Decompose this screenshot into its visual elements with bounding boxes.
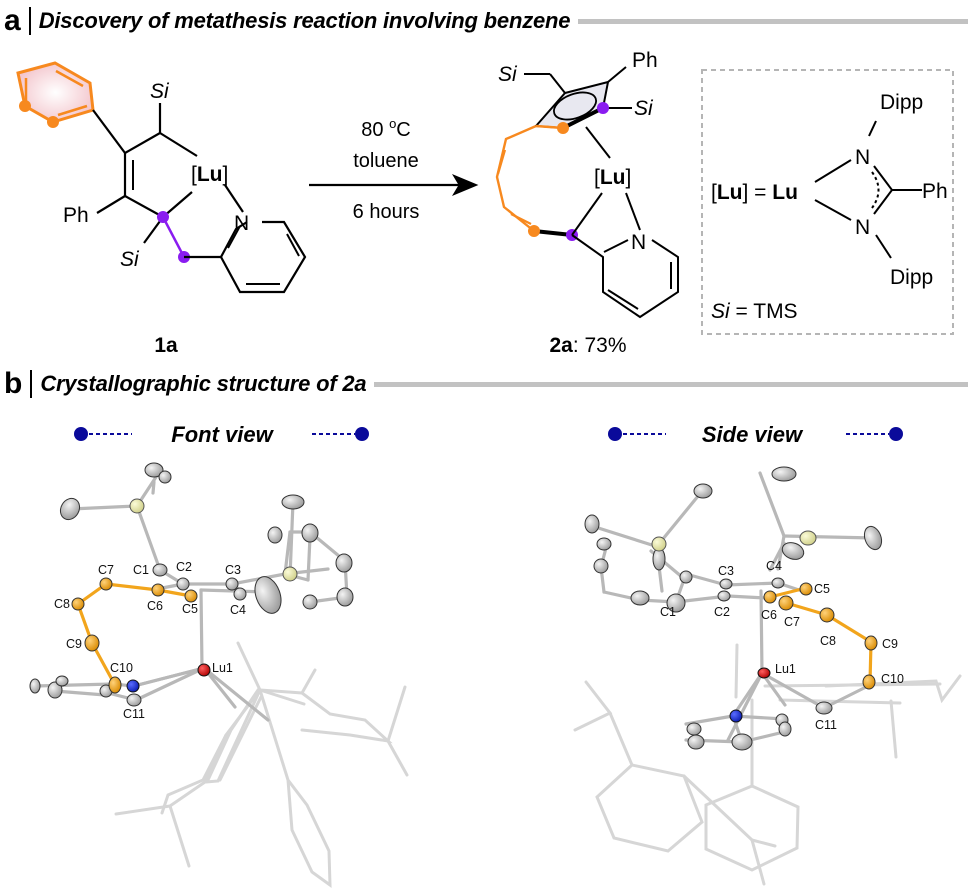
amidinate-n-bottom: N — [855, 216, 870, 239]
dipp-bottom: Dipp — [890, 266, 933, 289]
ligand-definition-box: [Lu] = Lu N N Dipp Dipp Ph Si = TMS — [701, 69, 954, 335]
silicon-atom — [282, 566, 298, 582]
orange-atom-marker — [557, 122, 569, 134]
atom-label-c11: C11 — [123, 707, 145, 721]
panel-b-title: Crystallographic structure of 2a — [40, 371, 367, 396]
orange-atom-marker — [47, 116, 59, 128]
view-marker-dot — [889, 427, 903, 441]
orange-atom-marker — [19, 100, 31, 112]
product-si-left: Si — [498, 63, 518, 86]
purple-atom-marker — [157, 211, 169, 223]
nitrogen-atom — [126, 679, 140, 693]
atom-label-c10: C10 — [110, 661, 133, 675]
panel-a-title: Discovery of metathesis reaction involvi… — [38, 8, 571, 33]
reactant-pyridine-n: N — [234, 212, 249, 235]
atom-label-c1: C1 — [133, 563, 149, 577]
si-definition: Si = TMS — [711, 300, 798, 323]
panel-b-header: b Crystallographic structure of 2a — [4, 367, 968, 401]
atom-label-c8: C8 — [820, 634, 836, 648]
condition-solvent: toluene — [353, 150, 419, 172]
side-view-structure: C1 C2 C3 C4 C5 C6 C7 C8 C9 C10 C11 Lu1 — [573, 466, 962, 886]
lutetium-atom — [197, 663, 211, 677]
lu-definition: [Lu] = Lu — [711, 181, 798, 204]
condition-temperature: 80 oC — [361, 116, 411, 141]
product-ph: Ph — [632, 49, 658, 72]
view-marker-dot — [74, 427, 88, 441]
amidinate-ph: Ph — [922, 180, 948, 203]
atom-label-c3: C3 — [718, 564, 734, 578]
atom-label-c5: C5 — [814, 582, 830, 596]
side-view-header: Side view — [608, 422, 903, 447]
atom-label-c4: C4 — [766, 559, 782, 573]
panel-b-rule — [374, 381, 968, 387]
product-compound-label: 2a: 73% — [549, 334, 626, 357]
font-view-structure: C1 C2 C3 C4 C5 C6 C7 C8 C9 C10 C11 Lu1 — [29, 462, 409, 888]
panel-b-letter: b — [4, 367, 23, 400]
atom-label-c8: C8 — [54, 597, 70, 611]
reactant-metal: [Lu] — [191, 163, 228, 186]
nitrogen-atom — [729, 709, 743, 723]
atom-label-lu1: Lu1 — [212, 661, 233, 675]
atom-label-c5: C5 — [182, 602, 198, 616]
condition-time: 6 hours — [353, 201, 420, 223]
panel-a-divider — [28, 7, 31, 35]
atom-label-lu1: Lu1 — [775, 662, 796, 676]
lutetium-atom — [757, 667, 771, 679]
atom-label-c6: C6 — [761, 608, 777, 622]
reaction-conditions: 80 oC toluene 6 hours — [309, 116, 479, 223]
reactant-si-bottom: Si — [120, 248, 140, 271]
silicon-atom — [651, 536, 667, 552]
panel-a-letter: a — [4, 4, 21, 37]
atom-label-c4: C4 — [230, 603, 246, 617]
atom-label-c6: C6 — [147, 599, 163, 613]
product-pyridine-n: N — [631, 231, 646, 254]
panel-a-header: a Discovery of metathesis reaction invol… — [4, 4, 968, 38]
atom-label-c7: C7 — [784, 615, 800, 629]
atom-label-c2: C2 — [714, 605, 730, 619]
panel-b-divider — [30, 370, 33, 398]
atom-label-c7: C7 — [98, 563, 114, 577]
silicon-atom — [129, 498, 145, 514]
font-view-title: Font view — [171, 422, 274, 447]
reactant-compound-label: 1a — [154, 334, 178, 357]
product-2a-structure: Si Ph Si [Lu] N — [495, 49, 679, 319]
atom-label-c1: C1 — [660, 605, 676, 619]
silicon-atom — [799, 530, 817, 546]
atom-label-c11: C11 — [815, 718, 837, 732]
atom-label-c9: C9 — [882, 637, 898, 651]
cyclopentadienyl-ring — [533, 80, 610, 130]
orange-atom-marker — [528, 225, 540, 237]
dipp-top: Dipp — [880, 91, 923, 114]
product-si-right: Si — [634, 97, 654, 120]
font-view-header: Font view — [74, 422, 369, 447]
panel-a-rule — [578, 18, 968, 24]
reactant-si-top: Si — [150, 80, 170, 103]
purple-atom-marker — [597, 102, 609, 114]
atom-label-c2: C2 — [176, 560, 192, 574]
reactant-1a-structure: Si [Lu] Ph Si N — [16, 61, 307, 294]
view-marker-dot — [608, 427, 622, 441]
reactant-ph: Ph — [63, 204, 89, 227]
view-marker-dot — [355, 427, 369, 441]
atom-label-c3: C3 — [225, 563, 241, 577]
benzene-ring — [16, 61, 95, 124]
atom-label-c9: C9 — [66, 637, 82, 651]
side-view-title: Side view — [702, 422, 804, 447]
amidinate-n-top: N — [855, 146, 870, 169]
product-metal: [Lu] — [594, 166, 631, 189]
atom-label-c10: C10 — [881, 672, 904, 686]
